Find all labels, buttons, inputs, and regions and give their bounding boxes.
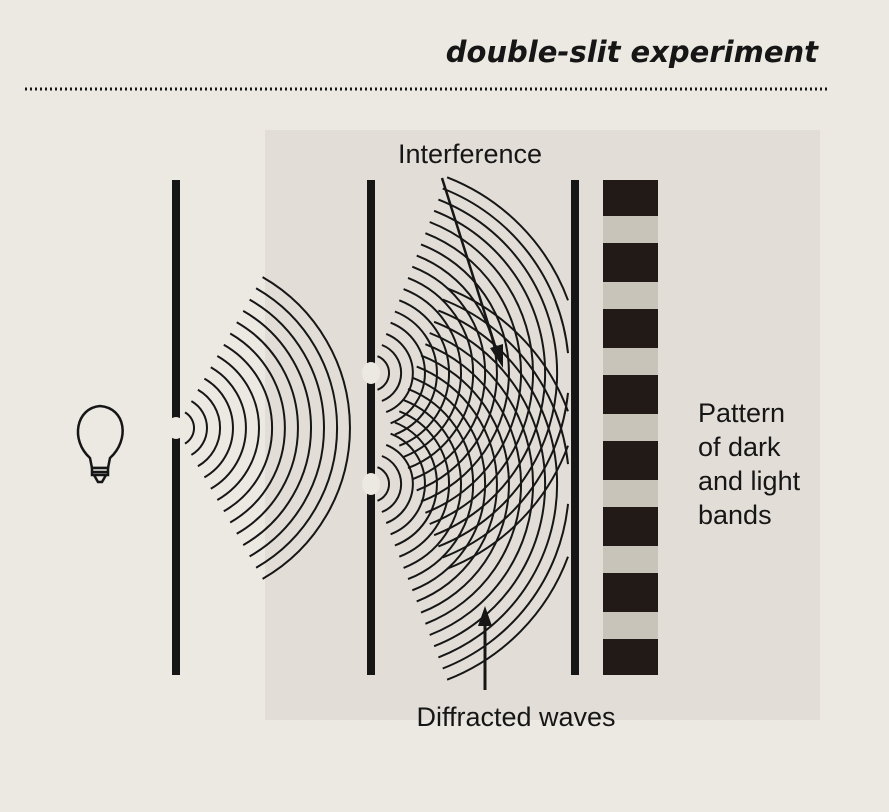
lower-slit-wave-arc <box>398 410 451 558</box>
interference-bands <box>603 180 658 675</box>
lower-slit-wave-arc <box>420 354 510 614</box>
pattern-label-line-4: bands <box>698 500 772 530</box>
diffracted-waves-label: Diffracted waves <box>416 702 615 732</box>
primary-wave-arc <box>255 287 339 569</box>
figure-heading: double-slit experiment <box>446 35 819 69</box>
primary-wave-arc <box>203 377 234 479</box>
interference-label: Interference <box>398 139 542 169</box>
dark-band <box>603 510 658 543</box>
lower-slit-wave-arc <box>442 298 569 465</box>
primary-wave-arc <box>249 298 325 558</box>
light-band <box>603 282 658 309</box>
primary-wave-arc <box>210 366 247 490</box>
primary-wave-arc <box>229 332 286 524</box>
upper-slit-wave-arc <box>438 198 559 548</box>
dark-band <box>603 642 658 675</box>
dark-band <box>603 312 658 345</box>
upper-slit-wave-arc <box>442 392 569 559</box>
lower-slit-wave-arc <box>407 387 475 581</box>
pattern-label: Pattern of dark and light bands <box>698 398 801 530</box>
upper-slit-wave-arc <box>398 299 451 447</box>
detection-screen <box>571 180 579 675</box>
wave-fronts <box>184 176 569 681</box>
interference-arrow-line <box>440 177 499 353</box>
lower-slit-wave-arc <box>390 432 426 536</box>
dark-band <box>603 444 658 477</box>
primary-wave-arc <box>197 388 221 468</box>
upper-slit-wave-arc <box>446 445 569 570</box>
primary-wave-arc <box>190 400 208 456</box>
light-band <box>603 612 658 639</box>
lower-slit-wave-arc <box>416 365 498 603</box>
pattern-label-line-1: Pattern <box>698 398 785 428</box>
upper-slit-wave-arc <box>394 310 438 436</box>
lower-slit-wave-arc <box>429 332 534 636</box>
light-band <box>603 546 658 573</box>
upper-slit-wave-arc <box>416 254 498 492</box>
upper-slit-wave-arc <box>429 221 534 525</box>
primary-wave-arc <box>262 276 351 580</box>
lower-slit-wave-arc <box>446 287 569 412</box>
interference-arrowhead <box>490 344 503 368</box>
upper-slit-wave-arc <box>411 265 487 481</box>
primary-wave-arc <box>242 310 313 546</box>
lower-slit-wave-arc <box>411 376 487 592</box>
dark-band <box>603 180 658 213</box>
lower-slit-wave-arc <box>394 421 438 547</box>
upper-slit-wave-arc <box>420 243 510 503</box>
lower-slit-wave-arc <box>442 503 569 670</box>
primary-wave-arc <box>184 411 195 445</box>
upper-slit-wave-arc <box>385 332 414 414</box>
upper-slit-wave-arc <box>433 209 547 537</box>
light-bulb-icon <box>76 404 124 484</box>
primary-wave-arc <box>223 343 273 513</box>
upper-slit-wave-arc <box>442 187 569 354</box>
shaded-panel <box>265 130 820 720</box>
single-slit-opening <box>167 417 185 439</box>
pattern-label-line-3: and light <box>698 466 801 496</box>
diffracted-arrowhead <box>478 606 492 626</box>
dark-band <box>603 576 658 609</box>
dark-band <box>603 246 658 279</box>
lower-slit-wave-arc <box>377 466 390 502</box>
lower-slit-wave-arc <box>381 455 403 513</box>
light-band <box>603 480 658 507</box>
lower-slit-wave-arc <box>425 343 523 625</box>
upper-slit-wave-arc <box>377 355 390 391</box>
lower-slit-wave-arc <box>385 443 414 525</box>
primary-wave-arc <box>236 321 299 535</box>
upper-slit-wave-arc <box>446 176 569 301</box>
light-band <box>603 348 658 375</box>
upper-slit-wave-arc <box>381 344 403 402</box>
light-band <box>603 216 658 243</box>
primary-wave-arc <box>216 355 260 501</box>
upper-slit-opening <box>362 362 380 384</box>
lower-slit-wave-arc <box>446 556 569 681</box>
lower-slit-wave-arc <box>403 399 463 569</box>
double-slit-barrier <box>367 180 375 675</box>
lower-slit-opening <box>362 473 380 495</box>
light-band <box>603 414 658 441</box>
pattern-label-line-2: of dark <box>698 432 781 462</box>
upper-slit-wave-arc <box>403 288 463 458</box>
dark-band <box>603 378 658 411</box>
